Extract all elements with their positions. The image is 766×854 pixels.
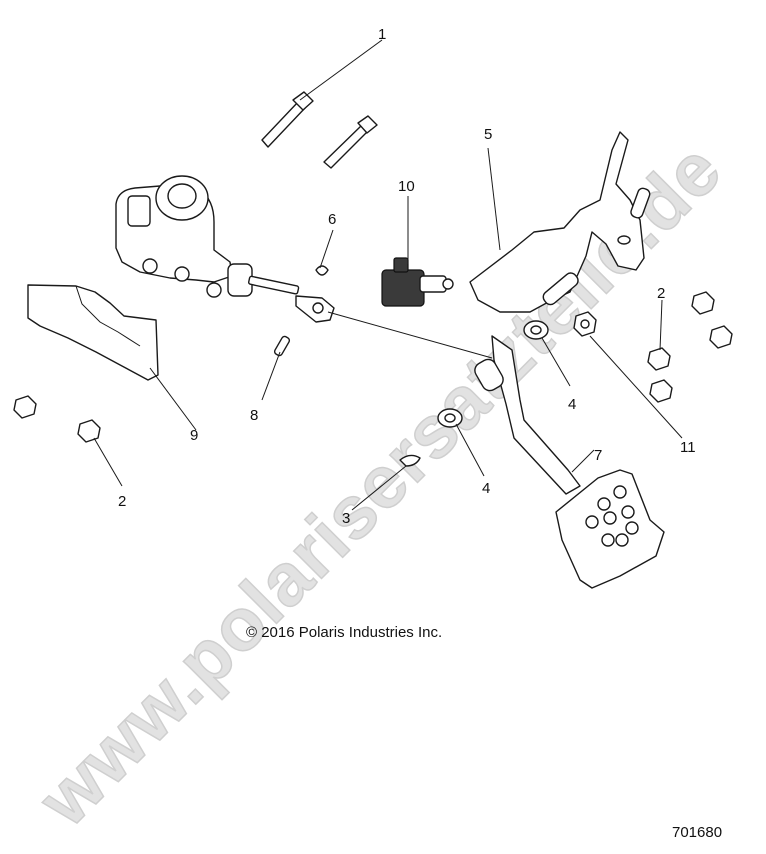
callout-6: 6 xyxy=(328,211,336,228)
callout-2-right: 2 xyxy=(657,285,665,302)
nut-part-11 xyxy=(573,311,597,337)
pin-part-8 xyxy=(273,335,291,357)
bolt-part-1a xyxy=(261,91,314,148)
callout-4-upper: 4 xyxy=(568,396,576,413)
brake-pedal-part-7 xyxy=(474,335,665,589)
callout-3: 3 xyxy=(342,510,350,527)
clevis-assembly xyxy=(295,295,335,323)
bushing-part-4a xyxy=(523,320,549,340)
callout-11: 11 xyxy=(680,439,696,456)
diagram-number: 701680 xyxy=(672,824,723,841)
pushrod-line xyxy=(327,311,493,359)
eclip-part-3 xyxy=(399,454,421,467)
callout-4-lower: 4 xyxy=(482,480,490,497)
shield-plate-part-9 xyxy=(27,284,159,381)
callout-1: 1 xyxy=(378,26,386,43)
switch-part-10 xyxy=(381,257,454,307)
callout-8: 8 xyxy=(250,407,258,424)
callout-7: 7 xyxy=(594,447,602,464)
pedal-bracket-part-5 xyxy=(469,131,651,313)
nuts-part-2 xyxy=(13,291,733,443)
leader-lines xyxy=(93,39,683,511)
callout-10: 10 xyxy=(398,178,415,195)
callout-2-left: 2 xyxy=(118,493,126,510)
clip-part-6 xyxy=(315,265,329,276)
callout-labels: 1 2 2 3 4 4 5 6 7 8 9 10 11 xyxy=(118,26,696,527)
copyright-notice: © 2016 Polaris Industries Inc. xyxy=(246,624,443,641)
callout-5: 5 xyxy=(484,126,492,143)
callout-9: 9 xyxy=(190,427,198,444)
master-cylinder xyxy=(115,175,300,298)
bolt-part-1b xyxy=(323,115,378,169)
bushing-part-4b xyxy=(437,408,463,428)
